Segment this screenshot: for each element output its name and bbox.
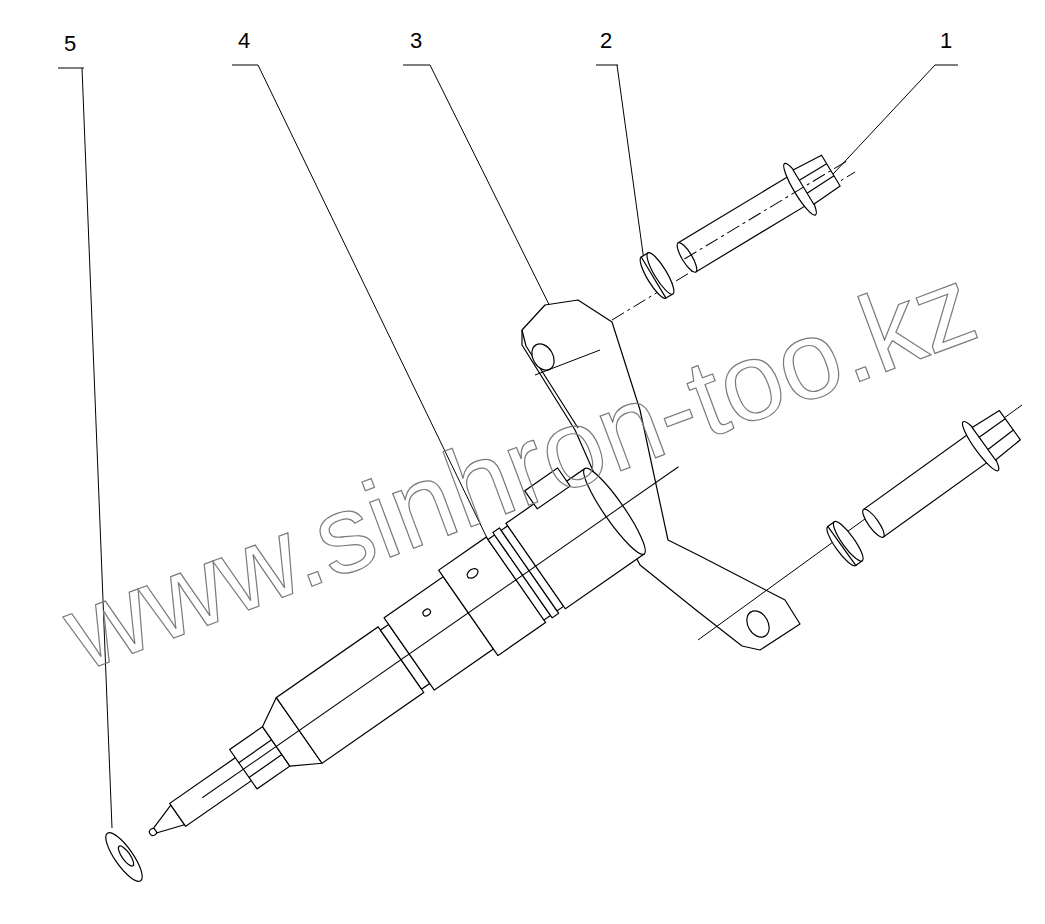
callout-number: 4 bbox=[238, 30, 250, 52]
callout-number: 1 bbox=[940, 30, 952, 52]
callout-number: 2 bbox=[600, 30, 612, 52]
bolt bbox=[633, 136, 862, 307]
callout-number: 3 bbox=[410, 30, 422, 52]
seal-washer bbox=[100, 828, 148, 886]
watermark: www.sinhron-too.kz bbox=[51, 248, 989, 688]
bolt bbox=[819, 401, 1027, 574]
callout-number: 5 bbox=[64, 33, 76, 55]
